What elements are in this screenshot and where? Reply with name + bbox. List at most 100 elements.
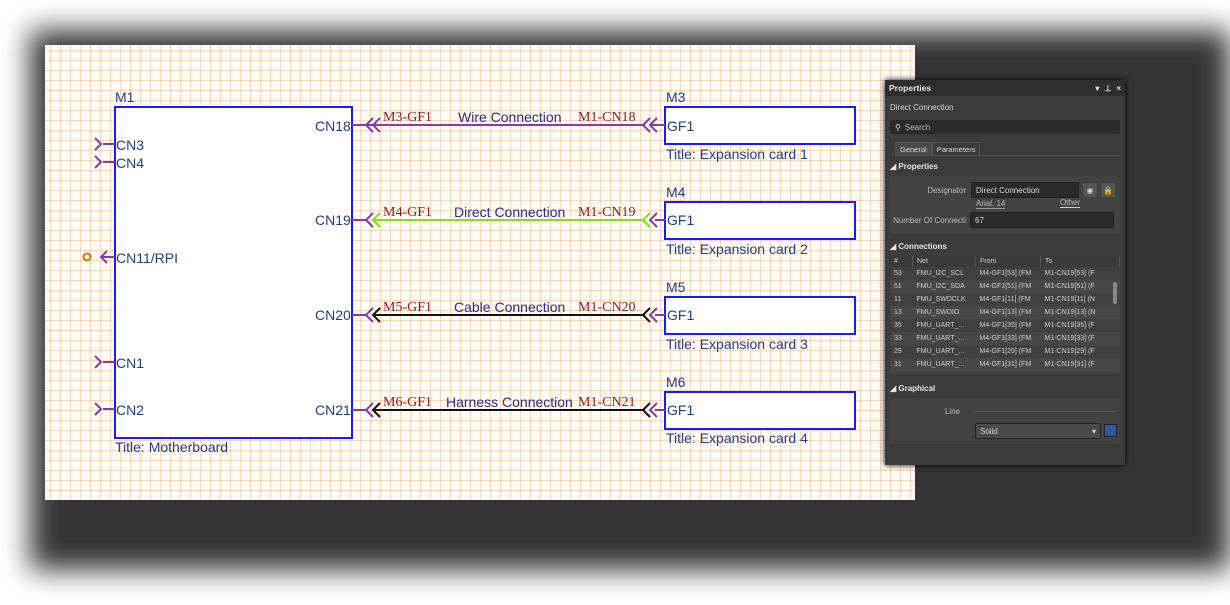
chevron-down-icon: ▾ bbox=[1091, 426, 1096, 436]
properties-panel: Properties ▾ ⊥ × Direct Connection ⚲ Sea… bbox=[885, 80, 1125, 465]
font-other-link[interactable]: Other bbox=[1060, 198, 1081, 208]
schematic-wires bbox=[82, 106, 856, 439]
card1-designator[interactable]: M3 bbox=[666, 89, 686, 105]
conn2-name[interactable]: Direct Connection bbox=[454, 204, 566, 220]
designator-label: Designator bbox=[927, 185, 966, 195]
cell-num: 33 bbox=[890, 332, 913, 345]
font-setting[interactable]: Arial, 14 bbox=[976, 199, 1006, 209]
port-cn3[interactable]: CN3 bbox=[116, 137, 145, 153]
port-cn2[interactable]: CN2 bbox=[116, 402, 145, 418]
designator-input[interactable]: Direct Connection bbox=[971, 182, 1079, 198]
schematic-sheet[interactable]: M1 CN3 CN4 CN11/RPI CN1 CN2 CN18 CN19 CN… bbox=[45, 45, 915, 500]
cell-num: 31 bbox=[890, 358, 913, 371]
pin-icon[interactable]: ⊥ bbox=[1104, 83, 1112, 93]
designator-value: Direct Connection bbox=[976, 185, 1040, 195]
cell-net: FMU_UART_... bbox=[912, 332, 976, 345]
cell-to: M1-CN19[29] (F bbox=[1040, 345, 1120, 358]
card2-port[interactable]: GF1 bbox=[667, 212, 695, 228]
cell-to: M1-CN19[31] (F bbox=[1040, 358, 1120, 371]
cell-to: M1-CN19[13] (N bbox=[1040, 306, 1120, 319]
line-preview bbox=[975, 411, 1115, 412]
tab-parameters[interactable]: Parameters bbox=[931, 142, 981, 155]
col-to[interactable]: To bbox=[1040, 256, 1120, 267]
motherboard-designator[interactable]: M1 bbox=[115, 89, 135, 105]
cell-from: M4-GF1[53] (FM bbox=[975, 267, 1041, 280]
conn3-name[interactable]: Cable Connection bbox=[454, 299, 566, 315]
port-cn19[interactable]: CN19 bbox=[315, 212, 351, 228]
port-cn18[interactable]: CN18 bbox=[315, 118, 351, 134]
cell-net: FMU_SWDIO bbox=[912, 306, 976, 319]
cell-num: 53 bbox=[890, 267, 913, 280]
cell-to: M1-CN19[11] (N bbox=[1040, 293, 1120, 306]
conn4-right-tag: M1-CN21 bbox=[578, 395, 636, 410]
conn2-right-tag: M1-CN19 bbox=[578, 205, 636, 220]
conn1-name[interactable]: Wire Connection bbox=[458, 109, 562, 125]
cell-num: 29 bbox=[890, 345, 913, 358]
panel-titlebar[interactable]: Properties ▾ ⊥ × bbox=[885, 80, 1125, 96]
connections-section-header[interactable]: ◢ Connections bbox=[890, 242, 947, 251]
line-color-swatch[interactable] bbox=[1104, 424, 1117, 437]
graphical-box: Line Solid ▾ bbox=[890, 398, 1120, 444]
port-cn21[interactable]: CN21 bbox=[315, 402, 351, 418]
cell-num: 35 bbox=[890, 319, 913, 332]
visibility-eye-icon[interactable]: ◉ bbox=[1083, 183, 1097, 197]
close-icon[interactable]: × bbox=[1116, 83, 1121, 93]
cell-net: FMU_I2C_SCL bbox=[912, 267, 976, 280]
col-number[interactable]: # bbox=[890, 256, 913, 267]
motherboard-title: Title: Motherboard bbox=[115, 439, 229, 455]
card3-port[interactable]: GF1 bbox=[667, 307, 695, 323]
properties-section-header[interactable]: ◢ Properties bbox=[890, 162, 938, 171]
cell-to: M1-CN19[51] (F bbox=[1040, 280, 1120, 293]
cell-num: 11 bbox=[890, 293, 913, 306]
cell-net: FMU_SWDCLK bbox=[912, 293, 976, 306]
port-cn1[interactable]: CN1 bbox=[116, 355, 145, 371]
cell-to: M1-CN19[35] (F bbox=[1040, 319, 1120, 332]
lock-icon[interactable]: 🔒 bbox=[1101, 183, 1115, 197]
table-scrollbar[interactable] bbox=[1113, 268, 1118, 372]
cell-to: M1-CN19[33] (F bbox=[1040, 332, 1120, 345]
search-input[interactable]: ⚲ Search bbox=[890, 120, 1120, 134]
panel-menu-icon[interactable]: ▾ bbox=[1095, 83, 1100, 93]
line-style-select[interactable]: Solid ▾ bbox=[975, 423, 1101, 439]
conn3-left-tag: M5-GF1 bbox=[383, 300, 433, 315]
port-cn20[interactable]: CN20 bbox=[315, 307, 351, 323]
card2-designator[interactable]: M4 bbox=[666, 184, 686, 200]
card3-designator[interactable]: M5 bbox=[666, 279, 686, 295]
cell-from: M4-GF1[13] (FM bbox=[975, 306, 1041, 319]
conn4-name[interactable]: Harness Connection bbox=[446, 394, 573, 410]
connection-count-value: 67 bbox=[975, 215, 984, 225]
connection-count-label: Number Of Connecti bbox=[893, 215, 966, 225]
cell-net: FMU_I2C_SDA bbox=[912, 280, 976, 293]
line-label: Line bbox=[944, 407, 960, 416]
card1-port[interactable]: GF1 bbox=[667, 118, 695, 134]
cell-from: M4-GF1[35] (FM bbox=[975, 319, 1041, 332]
tab-general[interactable]: General bbox=[895, 142, 932, 155]
card4-designator[interactable]: M6 bbox=[666, 374, 686, 390]
graphical-section-label: Graphical bbox=[898, 384, 936, 393]
port-cn11-rpi[interactable]: CN11/RPI bbox=[116, 250, 178, 266]
cell-net: FMU_UART_... bbox=[912, 358, 976, 371]
port-cn4[interactable]: CN4 bbox=[116, 155, 145, 171]
scrollbar-thumb[interactable] bbox=[1113, 282, 1117, 304]
col-net[interactable]: Net bbox=[912, 256, 976, 267]
conn2-left-tag: M4-GF1 bbox=[383, 205, 433, 220]
conn1-right-tag: M1-CN18 bbox=[578, 110, 636, 125]
cell-num: 51 bbox=[890, 280, 913, 293]
line-style-value: Solid bbox=[980, 426, 998, 436]
properties-section-label: Properties bbox=[898, 162, 938, 171]
card2-title: Title: Expansion card 2 bbox=[666, 241, 808, 257]
col-from[interactable]: From bbox=[975, 256, 1041, 267]
graphical-section-header[interactable]: ◢ Graphical bbox=[890, 384, 936, 393]
cell-from: M4-GF1[29] (FM bbox=[975, 345, 1041, 358]
connection-count-field[interactable]: 67 bbox=[970, 212, 1114, 228]
card4-port[interactable]: GF1 bbox=[667, 402, 695, 418]
